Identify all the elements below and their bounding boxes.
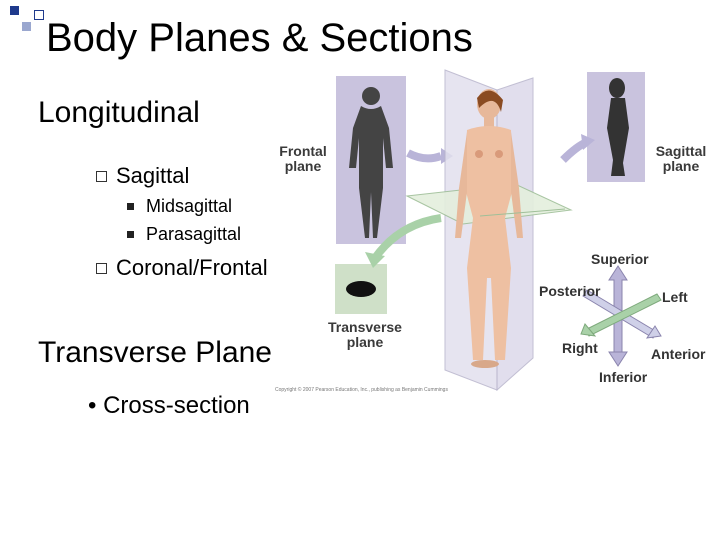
hollow-square-bullet (96, 171, 107, 182)
direction-arrows (580, 265, 662, 367)
square-bullet (127, 203, 134, 210)
frontal-plane-label: Frontal plane (279, 143, 327, 174)
front-silhouette (349, 87, 393, 238)
item-parasagittal: Parasagittal (146, 224, 242, 244)
item-coronal: Coronal/Frontal (116, 255, 268, 280)
side-silhouette (607, 78, 629, 176)
corner-square-outline (34, 10, 44, 20)
hollow-square-bullet (96, 263, 107, 274)
body-planes-illustration (335, 69, 662, 392)
item-longitudinal: Longitudinal (38, 96, 200, 129)
anterior-label: Anterior (651, 346, 706, 362)
body-planes-figure: Frontal plane Sagittal plane Transverse … (265, 68, 720, 398)
item-transverse: Transverse Plane (38, 336, 272, 369)
human-figure (455, 89, 523, 368)
copyright-text: Copyright © 2007 Pearson Education, Inc.… (275, 387, 448, 393)
corner-square-dark (10, 6, 19, 15)
left-label: Left (662, 289, 688, 305)
posterior-label: Posterior (539, 283, 601, 299)
item-cross-section: • Cross-section (88, 392, 250, 419)
cross-section-shape (346, 281, 376, 297)
square-bullet (127, 231, 134, 238)
transverse-plane-label: Transverse plane (328, 319, 402, 350)
slide-title: Body Planes & Sections (46, 16, 473, 60)
sagittal-plane-label: Sagittal plane (655, 143, 707, 174)
item-midsagittal: Midsagittal (146, 196, 233, 216)
corner-square-light (22, 22, 31, 31)
inferior-label: Inferior (599, 369, 648, 385)
superior-label: Superior (591, 251, 649, 267)
item-sagittal: Sagittal (116, 163, 190, 188)
right-label: Right (562, 340, 598, 356)
